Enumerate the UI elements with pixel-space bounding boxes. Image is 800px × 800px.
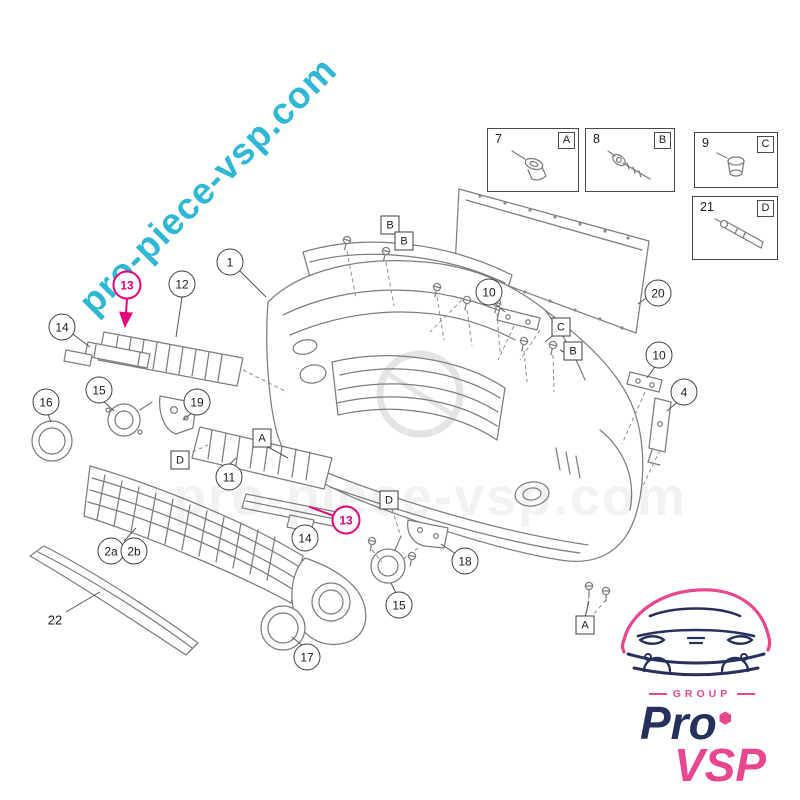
brand-pro-text: Pro <box>640 697 717 749</box>
fog-lamp-15-left <box>105 401 153 437</box>
legend-letter-box: A <box>558 132 575 149</box>
bumper-corner-piece <box>291 557 367 646</box>
foam-absorber-11 <box>191 426 333 490</box>
callout-2b: 2b <box>120 537 148 565</box>
highlight-pointer-13 <box>119 298 335 517</box>
callout-1: 1 <box>216 248 244 276</box>
callout-4: 4 <box>670 378 698 406</box>
callout-16: 16 <box>32 388 60 416</box>
fog-lamp-15-right <box>370 535 406 584</box>
bracket-13-top <box>84 341 151 369</box>
legend-letter-box: C <box>757 136 774 153</box>
callout-13: 13 <box>112 270 142 300</box>
center-watermark: pro-piece-vsp.com <box>172 467 688 527</box>
callout-15: 15 <box>85 376 113 404</box>
legend-part-number: 7 <box>495 132 502 146</box>
legend-letter-box: D <box>757 200 774 217</box>
legend-part-number: 21 <box>700 200 714 214</box>
screw-icon <box>607 150 651 180</box>
grommet-icon <box>716 152 745 177</box>
callout-leaders <box>46 269 681 648</box>
callout-12: 12 <box>168 270 196 298</box>
callout-11: 11 <box>215 463 243 491</box>
callout-14: 14 <box>48 313 76 341</box>
callout-C: C <box>551 317 571 337</box>
callout-17: 17 <box>293 643 321 671</box>
callout-D: D <box>170 450 190 470</box>
callout-B: B <box>394 231 414 251</box>
callout-B: B <box>380 215 400 235</box>
callout-13: 13 <box>331 505 361 535</box>
callout-2a: 2a <box>97 537 125 565</box>
callout-22: 22 <box>47 612 63 628</box>
legend-box-D: 21 D <box>692 196 778 260</box>
rear-panel-20 <box>454 188 650 334</box>
callout-A: A <box>252 428 272 448</box>
callout-19: 19 <box>183 388 211 416</box>
group-dash-left <box>648 693 667 695</box>
push-clip-icon <box>511 150 547 181</box>
rivet-icon <box>714 218 764 249</box>
sill-strip-22 <box>29 545 199 656</box>
callout-15: 15 <box>385 591 413 619</box>
callout-B: B <box>563 341 583 361</box>
provsp-logo: GROUP Pro⬢ VSP <box>610 574 794 791</box>
trim-ring-16 <box>31 420 73 462</box>
bracket-14-top <box>63 349 93 367</box>
callout-D: D <box>379 490 399 510</box>
car-sketch <box>620 588 772 677</box>
bracket-10-right <box>626 371 663 393</box>
trim-ring-17 <box>260 605 306 651</box>
callout-A: A <box>575 615 595 635</box>
callout-20: 20 <box>644 279 672 307</box>
callout-18: 18 <box>451 547 479 575</box>
callout-10: 10 <box>475 278 503 306</box>
group-dash-right <box>737 693 756 695</box>
brand-vsp-text: VSP <box>674 738 767 791</box>
bracket-18 <box>406 519 449 549</box>
bracket-4 <box>647 397 672 466</box>
legend-part-number: 8 <box>593 132 600 146</box>
bracket-10-left <box>496 307 541 331</box>
legend-box-A: 7 A <box>487 128 579 192</box>
lower-grille-2 <box>83 465 304 604</box>
legend-part-number: 9 <box>702 136 709 150</box>
legend-box-C: 9 C <box>694 132 778 188</box>
callout-14: 14 <box>291 524 319 552</box>
bumper-cover-1 <box>266 260 644 562</box>
callout-10: 10 <box>645 341 673 369</box>
brand-line-pro: Pro⬢ <box>640 700 794 746</box>
hex-nut-icon: ⬢ <box>718 709 732 727</box>
legend-letter-box: B <box>654 132 671 149</box>
group-label-row: GROUP <box>610 688 794 700</box>
group-label: GROUP <box>672 688 732 700</box>
legend-box-B: 8 B <box>585 128 675 192</box>
